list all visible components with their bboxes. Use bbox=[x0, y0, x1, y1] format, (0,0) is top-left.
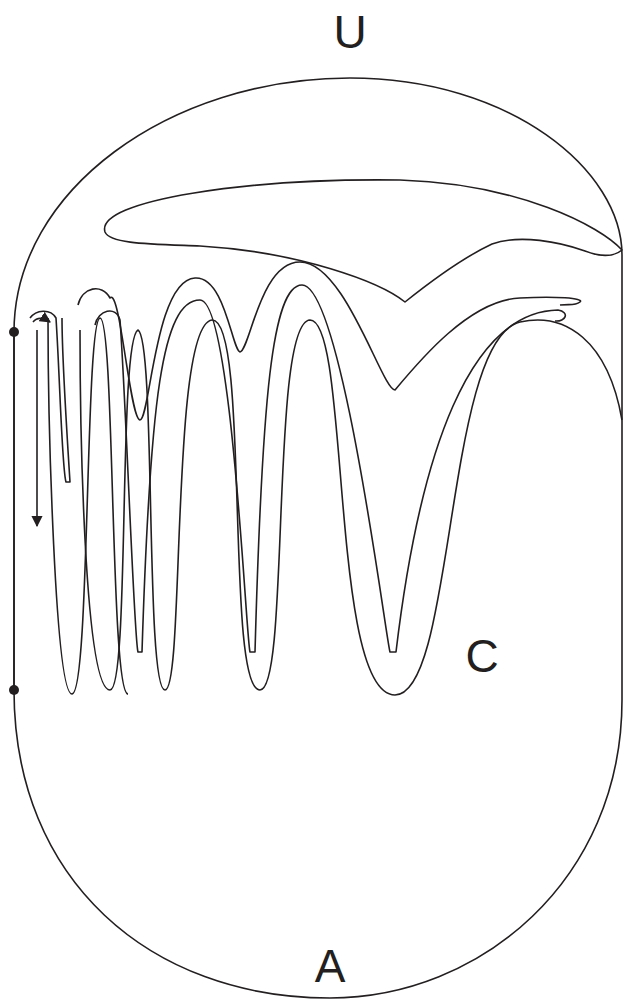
direction-arrow bbox=[33, 318, 50, 322]
bracket-dot bbox=[9, 685, 19, 695]
fold-layer bbox=[95, 285, 565, 652]
region-label: C bbox=[465, 633, 498, 679]
fold-layer bbox=[30, 311, 70, 482]
bracket-line bbox=[13, 332, 15, 690]
region-label: A bbox=[315, 943, 346, 989]
bracket-dot bbox=[9, 327, 19, 337]
region-label: U bbox=[333, 9, 366, 55]
fold-layer bbox=[48, 318, 128, 694]
direction-arrow bbox=[36, 330, 38, 526]
outer-outline bbox=[14, 78, 622, 998]
fold-layer bbox=[78, 262, 581, 420]
fold-layer bbox=[80, 320, 622, 695]
